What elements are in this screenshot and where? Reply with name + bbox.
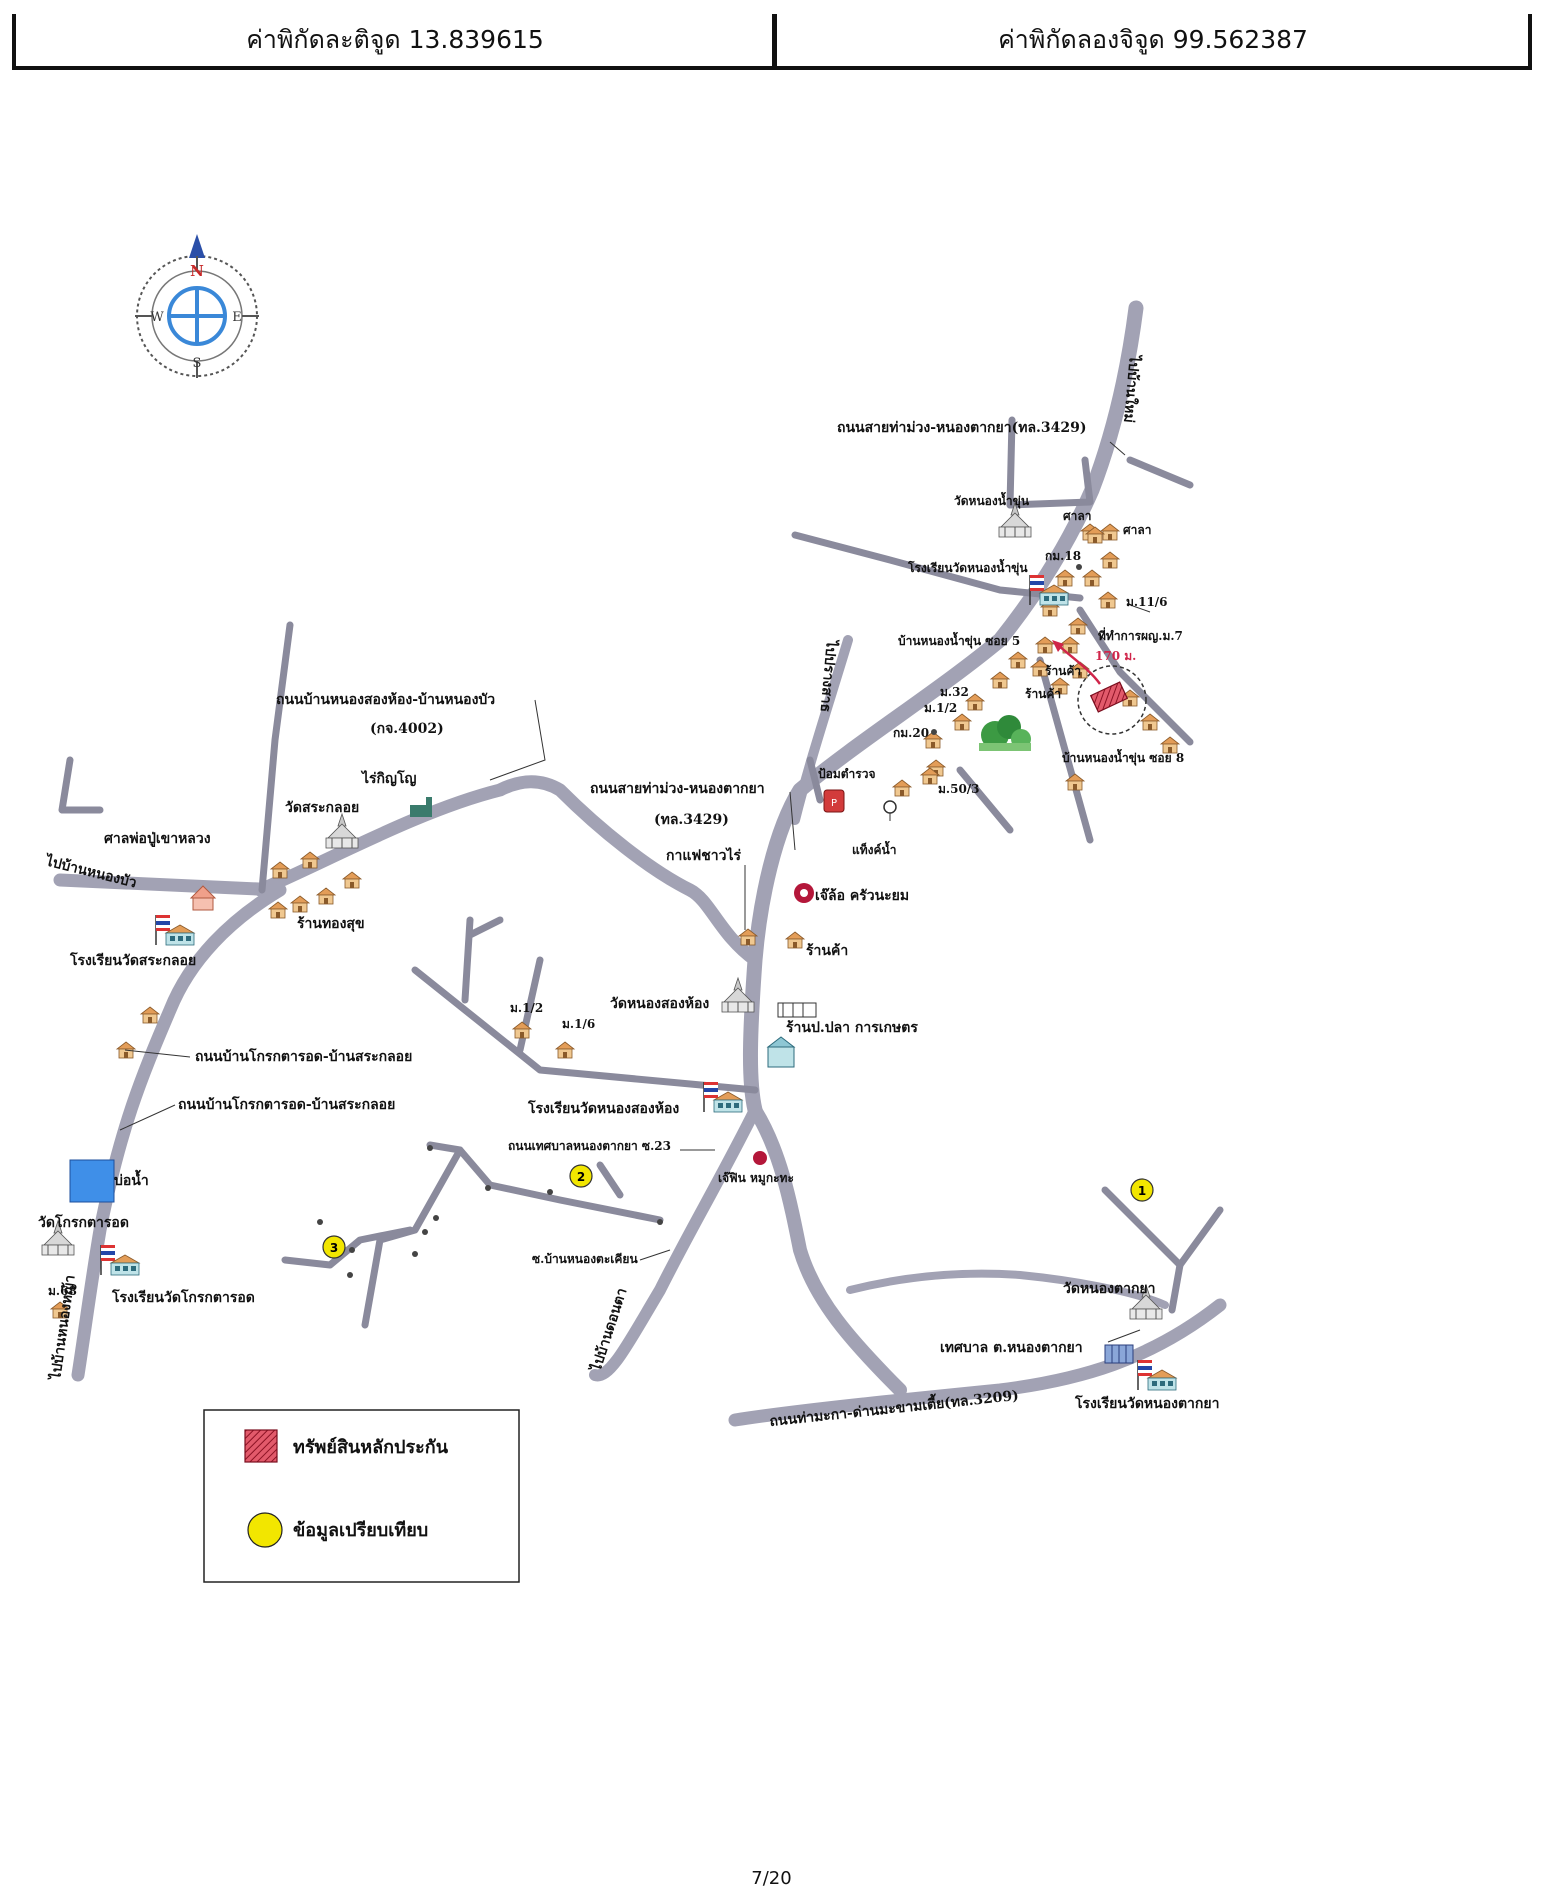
legend-comparison-swatch: [247, 1512, 283, 1548]
shrine-icon: [189, 885, 217, 911]
label-shop-1: ร้านค้า: [1045, 664, 1081, 678]
school-nong-takya-icon: [1137, 1359, 1177, 1391]
compass-w: W: [150, 310, 164, 325]
minor-roads: [58, 416, 1224, 1329]
label-road-4002-code: (กจ.4002): [370, 721, 444, 737]
label-school-krok-tarot: โรงเรียนวัดโกรกตารอด: [111, 1288, 255, 1306]
page-number: 7/20: [751, 1868, 792, 1889]
label-jefin: เจ๊ฟิน หมูกะทะ: [718, 1171, 794, 1186]
longitude-label: ค่าพิกัดลองจิจูด 99.562387: [998, 25, 1308, 54]
label-school-sra-kloy: โรงเรียนวัดสระกลอย: [69, 951, 196, 969]
compass-n: N: [190, 262, 204, 280]
label-school-nong-nam-khun: โรงเรียนวัดหนองน้ำขุ่น: [907, 558, 1028, 576]
police-box-icon: P: [823, 789, 845, 813]
label-rai-kinyo: ไร่กิญโญ: [360, 769, 416, 787]
label-wat-nong-song-hong: วัดหนองสองห้อง: [610, 996, 709, 1012]
label-shop-thongsuk: ร้านทองสุข: [297, 916, 365, 932]
compass-e: E: [232, 310, 242, 325]
greenhouse-icon: [766, 1036, 796, 1068]
label-road-3429-mid-code: (ทล.3429): [654, 812, 729, 828]
road-network: [53, 300, 1227, 1427]
label-m-68: ม.68: [48, 1284, 77, 1298]
legend-collateral-swatch: [244, 1429, 278, 1463]
wat-nong-nam-khun-icon: [998, 502, 1032, 538]
label-water-tank: แท็งค์น้ำ: [852, 840, 896, 857]
restaurant-icon: [794, 883, 814, 903]
pond-icon: [69, 1159, 115, 1203]
label-wat-krok-tarot: วัดโกรกตารอด: [38, 1213, 129, 1231]
label-road-3429-mid: ถนนสายท่าม่วง-หนองตากยา: [590, 781, 765, 797]
label-to-ban-mai: ไปบ้านใหม่: [1120, 353, 1144, 424]
municipality-icon: [1104, 1344, 1134, 1364]
comparison-marker-2: 2: [569, 1164, 593, 1188]
label-pond: บ่อน้ำ: [114, 1169, 149, 1189]
label-police-box: ป้อมตำรวจ: [818, 767, 875, 781]
label-km-20: กม.20: [893, 726, 929, 740]
label-kafe-chaorai: กาแฟชาวไร่: [666, 846, 742, 864]
label-village-office: ที่ทำการผญ.ม.7: [1098, 627, 1183, 643]
label-m-1-6: ม.1/6: [562, 1017, 595, 1031]
label-ban-nong-nam-khun-soi5: บ้านหนองน้ำขุ่น ซอย 5: [898, 631, 1020, 649]
trees-icon: [979, 715, 1031, 751]
label-road-krok-1: ถนนบ้านโกรกตารอด-บ้านสระกลอย: [195, 1047, 412, 1065]
collateral-property: [1052, 640, 1147, 735]
label-ban-nong-nam-khun-soi8: บ้านหนองน้ำขุ่น ซอย 8: [1062, 748, 1184, 766]
label-m-32: ม.32: [940, 685, 969, 699]
label-sala-2: ศาลา: [1123, 523, 1151, 537]
water-tank-icon: [883, 800, 897, 821]
label-road-4002: ถนนบ้านหนองสองห้อง-บ้านหนองบัว: [276, 692, 495, 708]
school-krok-tarot-icon: [100, 1244, 140, 1276]
label-sala-1: ศาลา: [1063, 509, 1091, 523]
label-wat-nong-takya: วัดหนองตากยา: [1063, 1281, 1156, 1297]
comparison-marker-3: 3: [322, 1235, 346, 1259]
label-soi-nong-takhian: ซ.บ้านหนองตะเคียน: [532, 1252, 638, 1266]
label-km-18: กม.18: [1045, 549, 1081, 563]
shop-farm-icon: [777, 1002, 817, 1018]
wat-sra-kloy-icon: [325, 813, 359, 849]
coordinate-header: ค่าพิกัดละติจูด 13.839615 ค่าพิกัดลองจิจ…: [12, 14, 1532, 70]
label-wat-sra-kloy: วัดสระกลอย: [285, 800, 359, 816]
label-jelor: เจ๊ล้อ ครัวนะยม: [815, 887, 909, 904]
label-distance: 170 ม.: [1095, 649, 1136, 663]
leader-lines: [119, 441, 1151, 1343]
small-markers: [317, 564, 1082, 1278]
compass-rose: N S E W: [135, 234, 259, 378]
school-sra-kloy-icon: [155, 914, 195, 946]
label-m-50-3: ม.50/3: [938, 782, 980, 796]
factory-icon: [410, 797, 432, 817]
legend-collateral-label: ทรัพย์สินหลักประกัน: [293, 1436, 449, 1458]
label-m-11-6: ม.11/6: [1126, 595, 1168, 609]
marker-3-label: 3: [330, 1241, 338, 1255]
label-road-krok-2: ถนนบ้านโกรกตารอด-บ้านสระกลอย: [178, 1095, 395, 1113]
label-shop-pla: ร้านป.ปลา การเกษตร: [786, 1020, 918, 1036]
label-municipality: เทศบาล ต.หนองตากยา: [940, 1340, 1083, 1356]
label-shop-3: ร้านค้า: [806, 943, 848, 959]
latitude-label: ค่าพิกัดละติจูด 13.839615: [246, 25, 544, 54]
restaurant-jefin-icon: [753, 1151, 767, 1165]
label-m-1-2-top: ม.1/2: [924, 701, 957, 715]
comparison-marker-1: 1: [1130, 1178, 1154, 1202]
label-wat-nong-nam-khun: วัดหนองน้ำขุ่น: [954, 491, 1030, 509]
legend: ทรัพย์สินหลักประกัน ข้อมูลเปรียบเทียบ: [203, 1409, 520, 1583]
label-road-soi23: ถนนเทศบาลหนองตากยา ซ.23: [508, 1139, 671, 1153]
marker-2-label: 2: [577, 1170, 585, 1184]
label-m-1-2: ม.1/2: [510, 1001, 543, 1015]
label-shop-2: ร้านค้า: [1025, 687, 1061, 701]
north-arrow-icon: [189, 234, 205, 258]
legend-comparison-label: ข้อมูลเปรียบเทียบ: [293, 1520, 428, 1542]
label-sala-por-pu: ศาลพ่อปู่เขาหลวง: [104, 831, 211, 847]
label-school-nong-takya: โรงเรียนวัดหนองตากยา: [1074, 1394, 1219, 1412]
svg-text:P: P: [831, 798, 837, 809]
label-road-3429-top: ถนนสายท่าม่วง-หนองตากยา(ทล.3429): [837, 420, 1086, 436]
label-school-nong-song-hong: โรงเรียนวัดหนองสองห้อง: [527, 1099, 679, 1117]
marker-1-label: 1: [1138, 1184, 1146, 1198]
compass-s: S: [193, 356, 202, 371]
header-divider: [772, 14, 777, 66]
